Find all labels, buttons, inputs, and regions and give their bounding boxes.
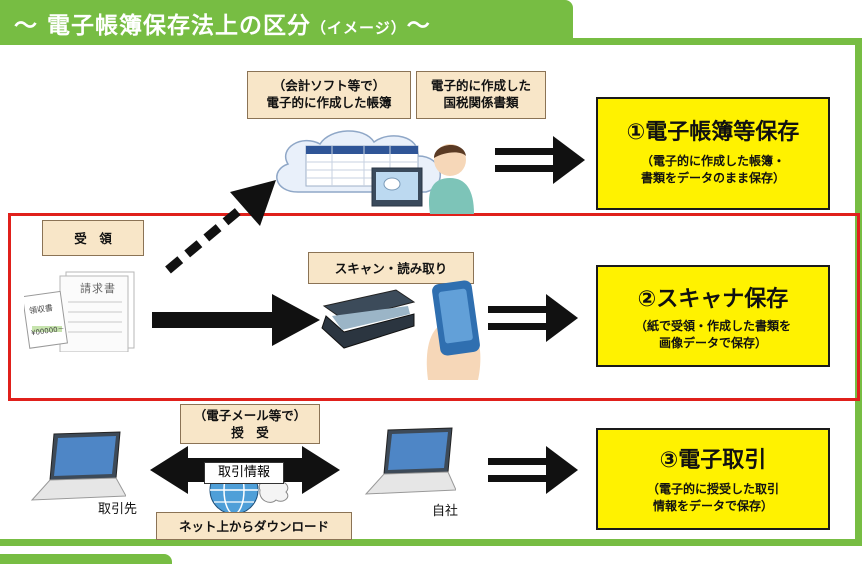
documents-label-box: 電子的に作成した 国税関係書類	[416, 71, 546, 119]
own-company-label: 自社	[432, 504, 459, 519]
category-sub-3b: 情報をデータで保存）	[652, 499, 773, 513]
category-sub-2b: 画像データで保存）	[658, 336, 767, 350]
double-arrow-2-icon	[488, 294, 578, 342]
person-at-computer-icon	[371, 144, 474, 214]
title-sub: （イメージ）	[311, 19, 407, 37]
receipt-label: 受 領	[74, 231, 112, 246]
books-created-label: 電子的に作成した帳簿	[266, 95, 392, 110]
accounting-software-label: （会計ソフト等で）	[272, 78, 386, 93]
invoice-document-text: 請求書	[80, 282, 116, 295]
documents-created-label-1: 電子的に作成した	[430, 78, 531, 93]
category-box-1: ①電子帳簿等保存 （電子的に作成した帳簿・ 書類をデータのまま保存）	[596, 97, 830, 210]
scanner-highlight-box	[8, 213, 860, 401]
double-arrow-1-icon	[495, 136, 585, 184]
smartphone-icon	[426, 280, 481, 380]
download-label: ネット上からダウンロード	[178, 519, 329, 534]
title-tail: ～	[406, 13, 431, 39]
receipt-label-box: 受 領	[42, 220, 144, 256]
category-title-2: ②スキャナ保存	[637, 287, 789, 312]
category-box-2: ②スキャナ保存 （紙で受領・作成した書類を 画像データで保存）	[596, 265, 830, 367]
download-label-box: ネット上からダウンロード	[156, 512, 352, 540]
scan-label-box: スキャン・読み取り	[308, 252, 474, 284]
books-label-box: （会計ソフト等で） 電子的に作成した帳簿	[247, 71, 411, 119]
title-main: ～ 電子帳簿保存法上の区分	[14, 13, 312, 39]
paper-documents-icon	[24, 271, 135, 352]
trade-info-label: 取引情報	[204, 462, 284, 484]
partner-laptop-icon	[30, 431, 126, 501]
email-label-1: （電子メール等で）	[193, 408, 307, 423]
title-tab	[0, 0, 573, 40]
category-title-3: ③電子取引	[659, 448, 767, 473]
double-arrow-3-icon	[488, 446, 578, 494]
page-title: ～ 電子帳簿保存法上の区分（イメージ）～	[14, 6, 431, 40]
documents-created-label-2: 国税関係書類	[443, 95, 519, 110]
email-label-2: 授 受	[231, 425, 269, 440]
category-sub-1b: 書類をデータのまま保存）	[640, 171, 785, 185]
email-label-box: （電子メール等で） 授 受	[180, 404, 320, 444]
category-sub-3a: （電子的に授受した取引	[646, 482, 779, 496]
bottom-tab	[0, 554, 172, 564]
partner-label: 取引先	[98, 502, 138, 517]
category-box-3: ③電子取引 （電子的に授受した取引 情報をデータで保存）	[596, 428, 830, 530]
own-company-laptop-icon	[364, 427, 456, 495]
category-sub-2a: （紙で受領・作成した書類を	[634, 319, 791, 333]
scan-read-label: スキャン・読み取り	[334, 261, 448, 276]
category-title-1: ①電子帳簿等保存	[626, 120, 800, 145]
category-sub-1a: （電子的に作成した帳簿・	[640, 154, 785, 168]
solid-arrow-icon	[152, 294, 320, 346]
scanner-icon	[321, 289, 416, 349]
dashed-arrow-icon	[165, 180, 276, 274]
